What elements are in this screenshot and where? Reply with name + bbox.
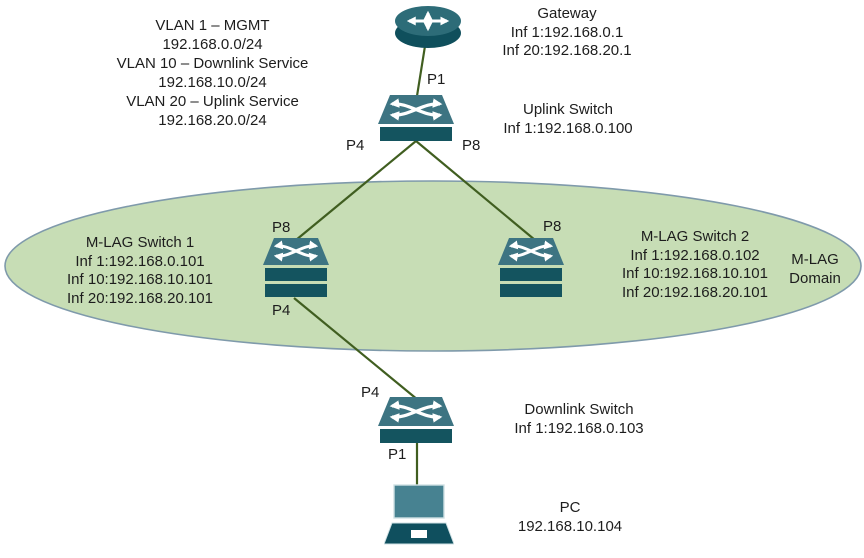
mlag-switch2-name: M-LAG Switch 2 [640, 228, 750, 245]
mlag-switch2-inf10: Inf 10:192.168.10.101 [622, 265, 768, 282]
legend-line: 192.168.0.0/24 [162, 36, 263, 53]
link-gateway-uplink [415, 45, 427, 97]
gateway-inf20: Inf 20:192.168.20.1 [502, 42, 632, 59]
mlag-switch2-inf20: Inf 20:192.168.20.101 [622, 283, 768, 301]
gateway-inf1: Inf 1:192.168.0.1 [510, 23, 624, 41]
port-label-mlag1-p8: P8 [272, 219, 291, 236]
link-uplink-mlag1 [295, 140, 417, 241]
mlag-domain-line1: M-LAG [791, 251, 839, 268]
legend-line: VLAN 20 – Uplink Service [126, 93, 299, 110]
legend-line: VLAN 1 – MGMT [155, 17, 270, 34]
mlag-domain-label: M-LAG Domain [775, 250, 855, 288]
link-mlag1-downlink [293, 297, 419, 401]
port-label-uplink-p8: P8 [462, 137, 481, 154]
mlag-switch2-icon [497, 237, 565, 306]
legend-line: 192.168.20.0/24 [158, 112, 267, 129]
mlag-domain-ellipse [4, 180, 862, 352]
port-label-downlink-p1: P1 [388, 446, 407, 463]
uplink-switch-icon [377, 94, 455, 147]
legend-line: VLAN 10 – Downlink Service [116, 55, 309, 72]
gateway-name: Gateway [537, 5, 597, 22]
mlag-switch1-inf1: Inf 1:192.168.0.101 [75, 252, 205, 270]
mlag-switch2-label: M-LAG Switch 2 Inf 1:192.168.0.102 Inf 1… [610, 228, 780, 302]
port-label-mlag1-p4: P4 [272, 302, 291, 319]
downlink-switch-icon [377, 396, 455, 449]
port-label-downlink-p4: P4 [361, 384, 380, 401]
port-label-gateway-p1: P1 [427, 71, 446, 88]
pc-laptop-icon [383, 484, 455, 551]
mlag-switch1-label: M-LAG Switch 1 Inf 1:192.168.0.101 Inf 1… [55, 234, 225, 308]
mlag-domain-line2: Domain [789, 270, 841, 287]
mlag-switch1-icon [262, 237, 330, 306]
gateway-label: Gateway Inf 1:192.168.0.1 Inf 20:192.168… [496, 5, 638, 61]
vlan-legend: VLAN 1 – MGMT 192.168.0.0/24 VLAN 10 – D… [95, 16, 330, 130]
downlink-switch-label: Downlink Switch Inf 1:192.168.0.103 [505, 401, 653, 438]
mlag-switch1-inf10: Inf 10:192.168.10.101 [67, 271, 213, 288]
pc-ip: 192.168.10.104 [517, 517, 623, 535]
link-uplink-mlag2 [415, 140, 536, 241]
gateway-router-icon [394, 2, 462, 57]
pc-label: PC 192.168.10.104 [500, 499, 640, 536]
uplink-switch-name: Uplink Switch [522, 101, 614, 118]
mlag-switch1-name: M-LAG Switch 1 [85, 234, 195, 251]
port-label-mlag2-p8: P8 [543, 218, 562, 235]
mlag-switch1-inf20: Inf 20:192.168.20.101 [67, 289, 213, 307]
mlag-switch2-inf1: Inf 1:192.168.0.102 [630, 246, 760, 264]
port-label-uplink-p4: P4 [346, 137, 365, 154]
pc-name: PC [559, 499, 581, 516]
downlink-switch-name: Downlink Switch [524, 401, 634, 418]
uplink-switch-inf1: Inf 1:192.168.0.100 [503, 119, 633, 137]
uplink-switch-label: Uplink Switch Inf 1:192.168.0.100 [494, 101, 642, 138]
legend-line: 192.168.10.0/24 [158, 74, 267, 91]
downlink-switch-inf1: Inf 1:192.168.0.103 [514, 419, 644, 437]
